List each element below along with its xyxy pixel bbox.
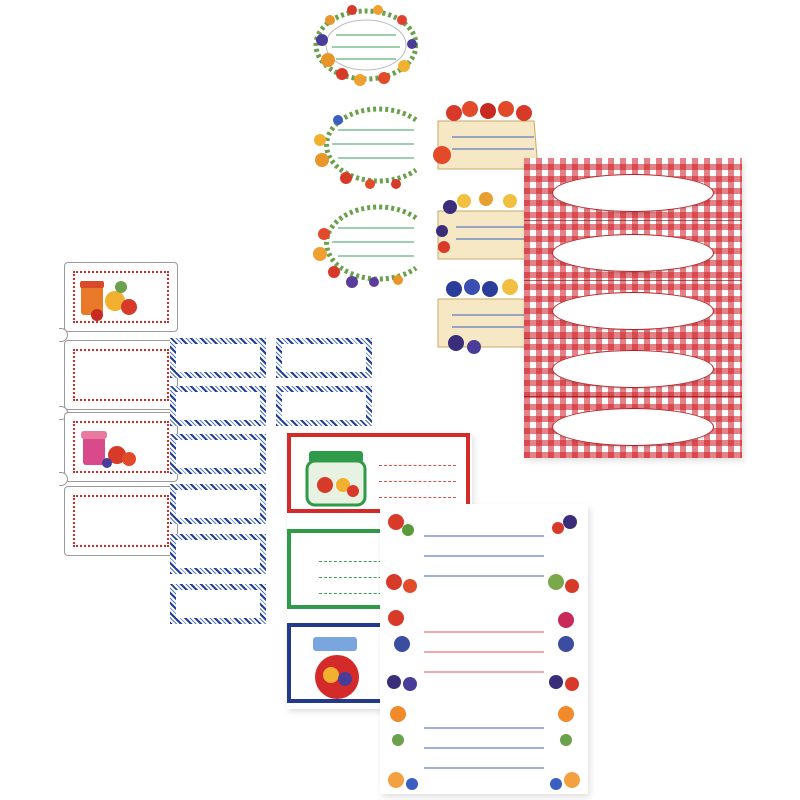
- blue-frame-label: [170, 338, 266, 378]
- jam-jar-icon: [80, 281, 137, 321]
- fruit-crate-icon: [437, 279, 539, 354]
- gingham-oval-label: [552, 292, 714, 330]
- ticket-label: [64, 486, 178, 556]
- gingham-label-sheet: [524, 158, 742, 458]
- ticket-label-sheet: [59, 258, 178, 630]
- jam-jar-icon: [305, 451, 367, 507]
- divider: [524, 338, 742, 339]
- jam-jar-icon: [81, 431, 136, 468]
- gingham-oval-label: [552, 234, 714, 272]
- fruit-wreath-icon: [313, 204, 418, 288]
- ticket-label: [64, 340, 178, 410]
- ticket-label: [64, 412, 178, 482]
- gingham-oval-label: [552, 408, 714, 446]
- dotted-frame: [73, 495, 169, 547]
- strawberry-icon: [386, 514, 579, 593]
- wreath-label-sheet: [308, 0, 418, 300]
- ticket-label: [64, 262, 178, 332]
- ticket-notch: [59, 472, 68, 486]
- crate-label-sheet: [430, 95, 540, 365]
- blue-frame-label-sheet: [170, 338, 380, 628]
- fruit-wreath-icon: [314, 106, 418, 189]
- blue-frame-label: [170, 484, 266, 524]
- jam-jar-icon: [313, 637, 359, 699]
- ticket-notch: [59, 328, 68, 342]
- dotted-frame: [73, 349, 169, 401]
- blue-frame-label: [276, 386, 372, 426]
- gingham-oval-label: [552, 350, 714, 388]
- blue-frame-label: [170, 534, 266, 574]
- divider: [524, 280, 742, 281]
- blue-frame-label: [276, 338, 372, 378]
- dotted-frame: [73, 271, 169, 323]
- peach-icon: [388, 706, 580, 790]
- fruit-corner-label-sheet: [380, 504, 588, 794]
- gingham-oval-label: [552, 174, 714, 212]
- jam-jar-label: [287, 433, 470, 513]
- blue-frame-label: [170, 434, 266, 474]
- fruit-wreath-icon: [313, 5, 418, 86]
- dotted-frame: [73, 421, 169, 473]
- blue-frame-label: [170, 386, 266, 426]
- grapes-icon: [387, 610, 579, 691]
- fruit-crate-icon: [433, 101, 539, 170]
- divider: [524, 220, 742, 221]
- divider: [524, 396, 742, 397]
- blue-frame-label: [170, 584, 266, 624]
